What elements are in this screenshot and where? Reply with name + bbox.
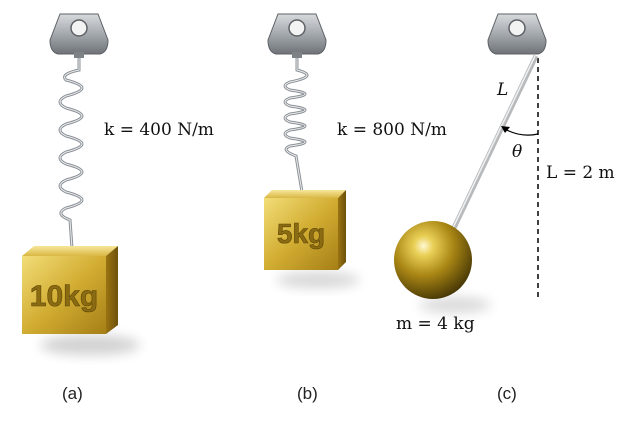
block-10kg: 10kg: [22, 246, 140, 355]
pendulum-rod: [449, 54, 539, 234]
caption-a: (a): [62, 384, 83, 403]
mass-value-label: m = 4 kg: [396, 314, 475, 334]
ceiling-mount-b: [267, 13, 327, 58]
block-label-a: 10kg: [30, 280, 98, 313]
pendulum-bob: [394, 221, 472, 299]
spring-b-highlight: [284, 58, 308, 193]
length-value-label: L = 2 m: [546, 163, 615, 183]
panel-b: 5kg: [264, 13, 360, 288]
panel-a: 10kg: [22, 13, 140, 355]
pendulum-rod-shine: [450, 55, 536, 233]
block-label-b: 5kg: [277, 218, 325, 249]
spring-a-highlight: [59, 58, 83, 249]
angle-arrowhead: [501, 126, 510, 133]
spring-constant-label-a: k = 400 N/m: [104, 120, 214, 140]
panel-c: [394, 13, 547, 313]
caption-c: (c): [497, 384, 517, 403]
block-5kg: 5kg: [264, 190, 360, 288]
spring-constant-label-b: k = 800 N/m: [337, 120, 447, 140]
angle-symbol: θ: [512, 142, 523, 162]
ceiling-mount-c: [487, 13, 547, 55]
caption-b: (b): [297, 384, 318, 403]
rod-length-symbol: L: [497, 80, 509, 100]
ceiling-mount-a: [49, 13, 109, 58]
